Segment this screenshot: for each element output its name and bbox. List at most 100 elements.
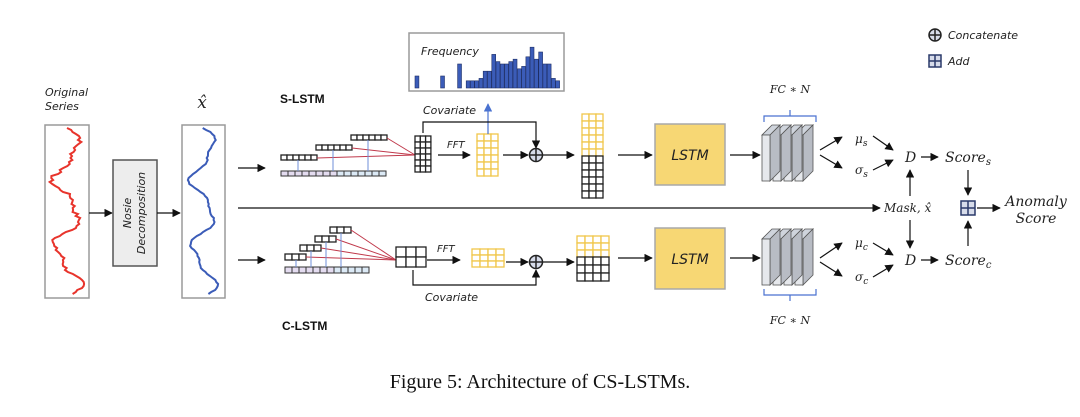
c-stack-fft-cell — [600, 242, 610, 251]
c-base-cell — [284, 266, 293, 274]
s-stack-input-cell — [588, 162, 597, 171]
s-window-1 — [315, 144, 353, 151]
s-stack-fft-cell — [595, 148, 604, 157]
c-window-red-link — [320, 247, 397, 261]
s-fft-cell — [483, 147, 492, 156]
s-matrix-cell — [424, 153, 432, 161]
s-stack-input-cell — [581, 169, 590, 178]
c-stack-fft-cell — [576, 235, 586, 244]
c-base-cell — [340, 266, 349, 274]
s-fft-cell — [476, 154, 485, 163]
frequency-histogram-bars — [414, 46, 560, 89]
c-stack-input-cell — [600, 256, 610, 266]
s-fft-cell — [490, 133, 499, 142]
c-stack-fft-cell — [592, 249, 602, 258]
histogram-bar — [470, 80, 475, 89]
s-fft-cell — [476, 147, 485, 156]
s-fft-label: FFT — [447, 140, 466, 151]
c-sigma-label: σc — [855, 270, 868, 287]
c-fft-cell — [479, 260, 489, 268]
s-matrix-cell — [419, 165, 427, 173]
c-fft — [471, 248, 505, 268]
anomaly-score-label-1: Anomaly — [1003, 194, 1068, 210]
s-covariate-label: Covariate — [423, 104, 476, 117]
s-matrix-cell — [419, 153, 427, 161]
s-concatenate-icon — [528, 147, 544, 163]
s-base-cell — [280, 170, 289, 177]
c-window-1 — [299, 244, 322, 252]
s-stack-fft — [581, 113, 604, 157]
s-stack-input-cell — [595, 155, 604, 164]
c-branch-sliding-windows — [284, 226, 397, 274]
s-matrix-cell — [419, 135, 427, 143]
c-sigma-to-d-arrow — [872, 264, 894, 278]
s-stack-fft-cell — [581, 127, 590, 136]
c-stack-fft-cell — [576, 242, 586, 251]
legend: Concatenate Add — [928, 28, 1018, 68]
c-d-label: D — [904, 253, 916, 269]
s-window-2-cell — [362, 134, 370, 141]
s-score-label: Scores — [945, 150, 991, 168]
s-fft-cell — [476, 140, 485, 149]
c-matrix-cell — [415, 246, 427, 258]
s-base-cell — [301, 170, 310, 177]
s-base-cell — [294, 170, 303, 177]
s-fft-cell — [490, 154, 499, 163]
s-base-cell — [336, 170, 345, 177]
s-matrix-cell — [424, 141, 432, 149]
s-matrix-cell — [414, 165, 421, 173]
c-lstm-label: LSTM — [671, 252, 708, 268]
s-stack-input-cell — [588, 183, 597, 192]
c-matrix-cell — [415, 256, 427, 268]
c-matrix — [395, 246, 427, 268]
s-window-2-cell — [380, 134, 388, 141]
histogram-bar — [495, 61, 501, 89]
decomposition-label-1: Nosie — [121, 198, 134, 229]
s-fft-cell — [490, 140, 499, 149]
s-stack-fft-cell — [595, 134, 604, 143]
histogram-bar — [555, 80, 560, 89]
c-stack-fft-cell — [600, 249, 610, 258]
s-window-1-cell — [327, 144, 335, 151]
histogram-bar — [504, 63, 509, 89]
s-branch-stacked-matrix — [581, 113, 604, 199]
s-stack-fft-cell — [581, 120, 590, 129]
s-stack-input-cell — [595, 190, 604, 199]
c-score-label: Scorec — [945, 253, 992, 271]
s-fc-layer-side — [791, 124, 803, 182]
s-stack-fft-cell — [581, 148, 590, 157]
c-stack-input-cell — [592, 272, 602, 282]
s-fc-to-mu-arrow — [819, 136, 843, 151]
s-fft — [476, 133, 499, 177]
c-matrix-cell — [395, 246, 407, 258]
c-base-cell — [361, 266, 370, 274]
s-stack-fft-cell — [588, 134, 597, 143]
s-window-1-cell — [321, 144, 329, 151]
s-d-label: D — [904, 150, 916, 166]
c-base-cell — [326, 266, 335, 274]
c-lstm-title: C-LSTM — [282, 319, 327, 333]
s-stack-fft-cell — [588, 127, 597, 136]
s-window-0-cell — [298, 154, 306, 161]
histogram-bar — [457, 63, 462, 89]
histogram-bar — [482, 70, 488, 89]
c-base-cell — [312, 266, 321, 274]
s-fc-bracket — [763, 110, 817, 122]
s-matrix-cell — [414, 141, 421, 149]
s-covariate-path — [422, 121, 541, 149]
s-window-2-cell — [350, 134, 358, 141]
s-stack-input-cell — [595, 183, 604, 192]
frequency-label: Frequency — [421, 45, 479, 58]
c-stack-input-cell — [584, 272, 594, 282]
s-base-cell — [357, 170, 366, 177]
s-base-cell — [322, 170, 331, 177]
c-window-red-link — [305, 256, 397, 261]
s-window-0 — [280, 154, 318, 161]
c-stack-fft-cell — [584, 242, 594, 251]
c-fft-label: FFT — [437, 244, 456, 255]
denoised-series-waveform — [186, 127, 220, 295]
c-window-1-cell — [299, 244, 308, 252]
s-matrix-cell — [424, 159, 432, 167]
c-fft-cell — [479, 254, 489, 262]
